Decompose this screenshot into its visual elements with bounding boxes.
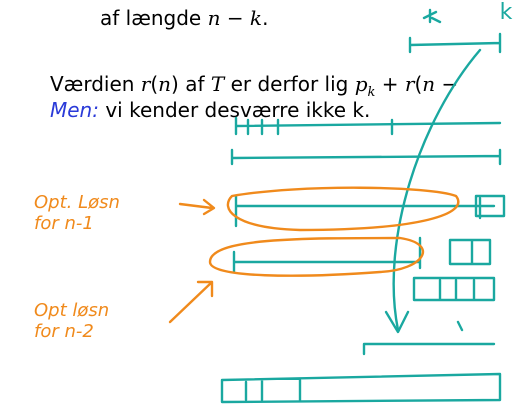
orange-ink: [168, 186, 460, 324]
slide-line-but: Men: vi kender desværre ikke k.: [50, 98, 371, 122]
rod-4: [232, 236, 422, 274]
math-n-minus-k: n − k: [207, 6, 263, 30]
opt-n2-label: Opt løsn for n-2: [34, 300, 110, 342]
k-measure: [408, 8, 502, 54]
opt-n1-label: Opt. Løsn for n-1: [34, 192, 120, 234]
rod-3: [234, 194, 496, 228]
rod-stack: [220, 116, 506, 404]
rod-7: [220, 372, 502, 404]
rod-1: [234, 116, 502, 136]
but-label: Men:: [50, 98, 99, 122]
rod-5: [412, 276, 496, 302]
rod-2: [230, 148, 502, 166]
k-label: k: [499, 0, 513, 25]
slide-line-value: Værdien r(n) af T er derfor lig pk + r(n…: [50, 72, 459, 100]
arrow-n2: [168, 280, 214, 324]
ellipse-n1: [226, 186, 460, 232]
arrow-n1: [178, 198, 216, 216]
ellipse-n2: [208, 236, 424, 277]
k-arrow: [384, 48, 482, 334]
rod-6: [362, 342, 496, 356]
slide-line-top: af længde n − k.: [100, 6, 269, 30]
